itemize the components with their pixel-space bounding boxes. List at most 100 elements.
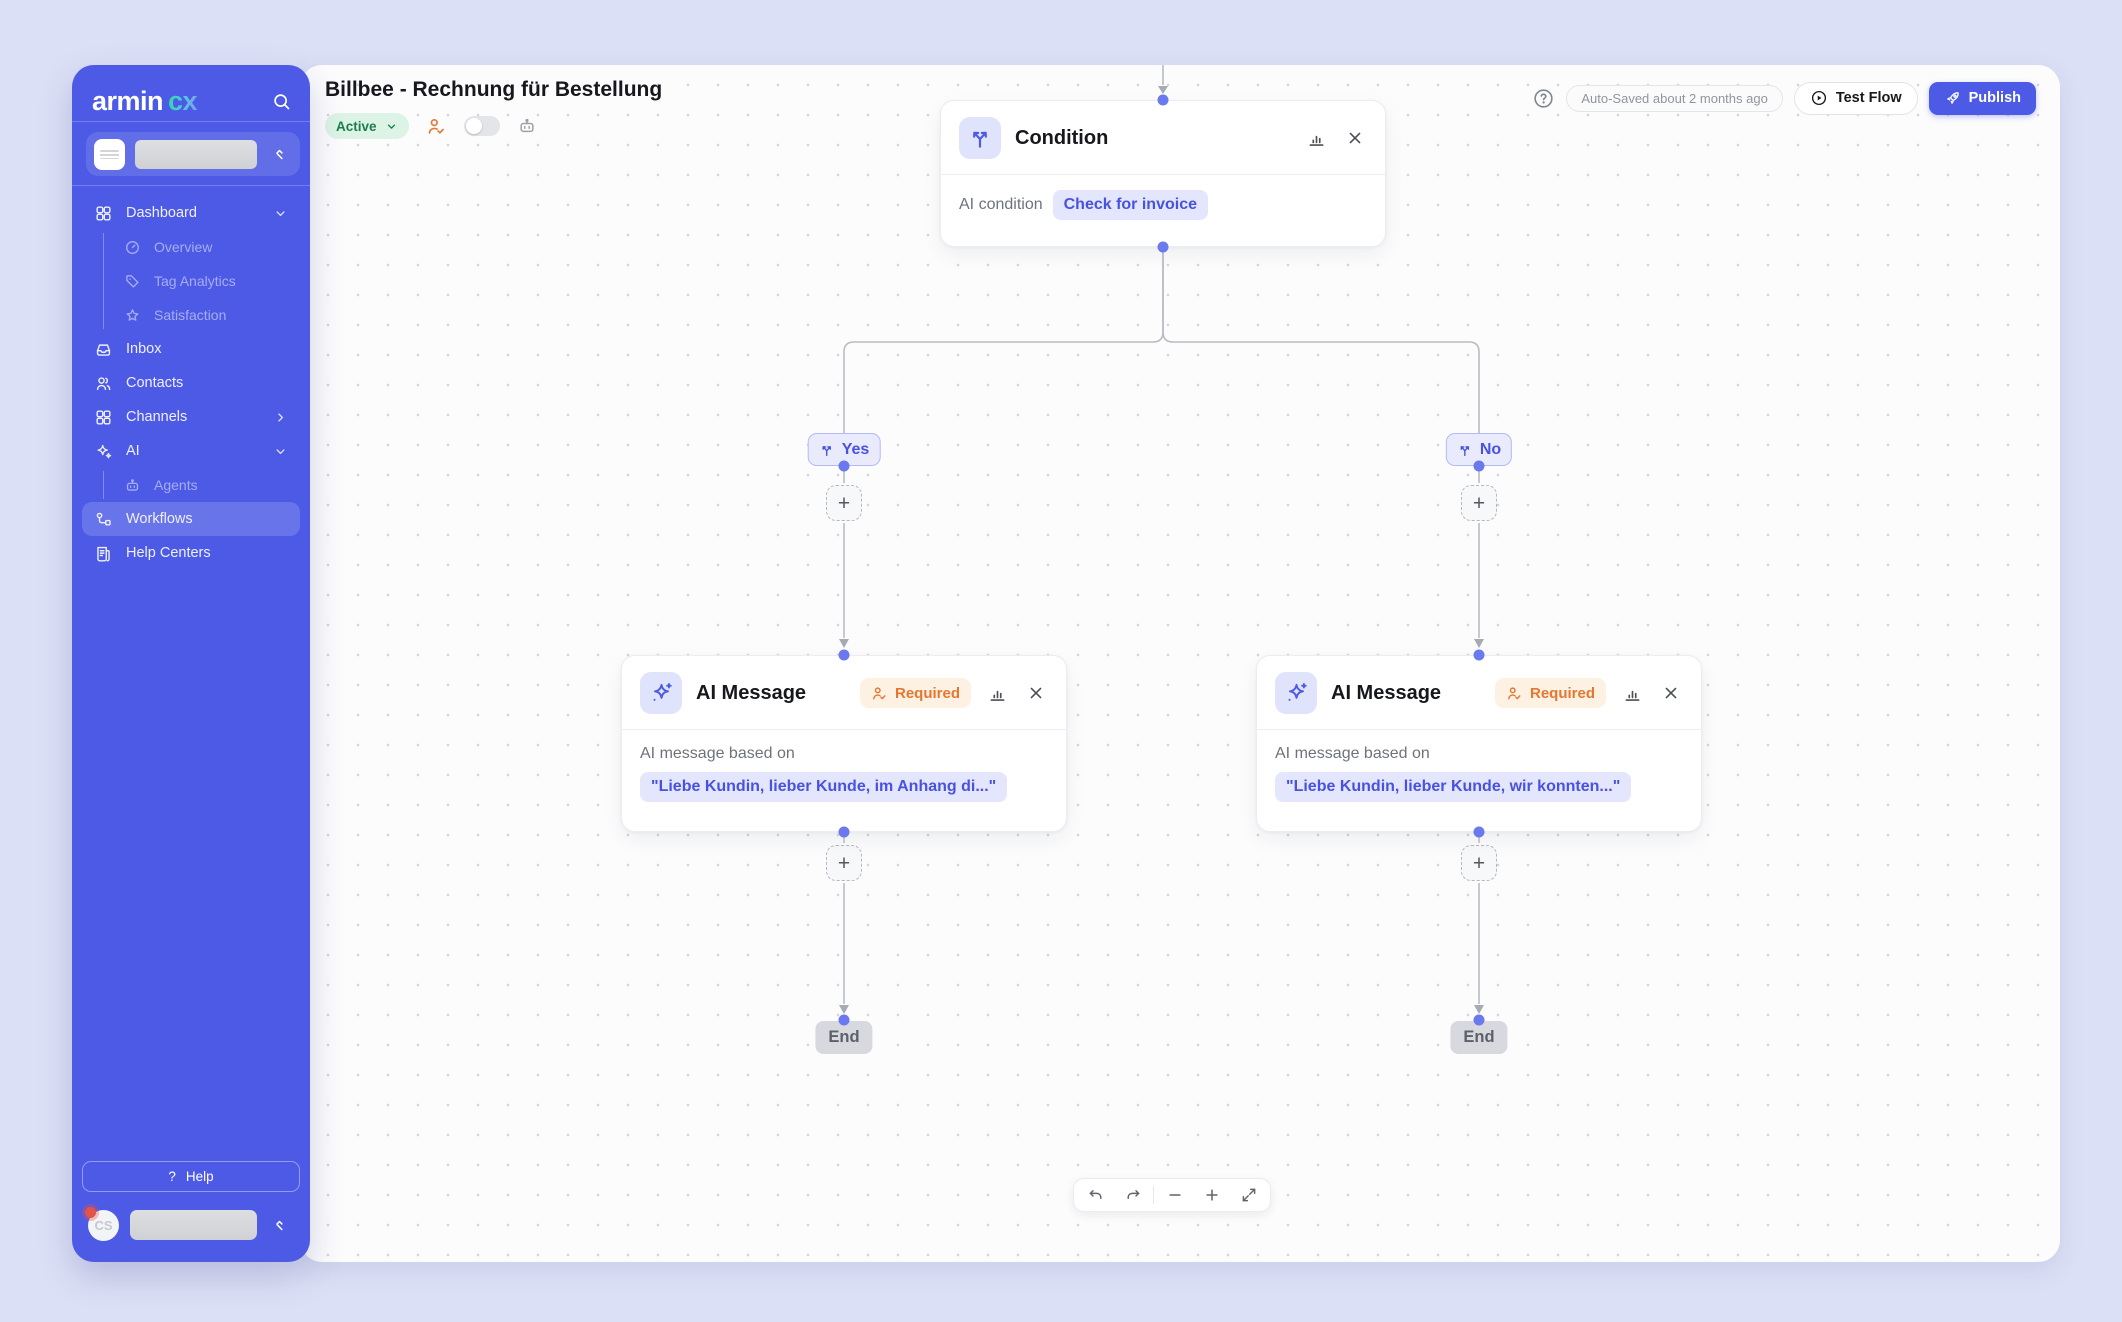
person-check-icon — [428, 118, 444, 134]
sidebar-item-label: Overview — [154, 239, 213, 255]
search-icon[interactable] — [271, 91, 292, 112]
publish-button[interactable]: Publish — [1928, 81, 2036, 115]
person-check-icon — [1508, 686, 1521, 699]
chevron-right-icon — [278, 412, 284, 422]
branch-yes-badge[interactable]: Yes — [807, 433, 881, 466]
sidebar-item-label: Contacts — [126, 375, 184, 391]
chevron-updown-icon — [276, 149, 283, 159]
analytics-icon[interactable] — [1304, 126, 1329, 151]
sidebar-item-workflows[interactable]: Workflows — [82, 502, 300, 536]
expand-icon — [1242, 1188, 1255, 1202]
sidebar-item-label: Tag Analytics — [154, 273, 236, 289]
user-menu[interactable]: CS — [85, 1206, 300, 1242]
branch-icon — [959, 117, 1001, 159]
test-flow-button[interactable]: Test Flow — [1793, 81, 1918, 115]
sidebar-item-label: Help Centers — [126, 545, 211, 561]
minus-icon — [1168, 1194, 1181, 1196]
workspace-name-redacted — [135, 139, 257, 169]
canvas-toolbar — [1073, 1178, 1271, 1212]
condition-node-body: AI condition Check for invoice — [941, 175, 1385, 235]
sidebar-item-channels[interactable]: Channels — [82, 400, 300, 434]
required-label: Required — [1529, 684, 1595, 702]
branch-icon — [1460, 445, 1470, 456]
ai-message-node[interactable]: AI Message Required AI message based on … — [621, 655, 1067, 832]
workspace-selector[interactable] — [86, 132, 300, 176]
node-title: AI Message — [696, 681, 807, 704]
sidebar-item-overview[interactable]: Overview — [82, 230, 300, 264]
autosave-label: Auto-Saved about 2 months ago — [1581, 90, 1768, 106]
divider — [72, 185, 310, 186]
sidebar-item-tag-analytics[interactable]: Tag Analytics — [82, 264, 300, 298]
robot-icon — [519, 118, 534, 133]
add-step-button[interactable]: + — [1461, 845, 1497, 881]
sidebar-item-label: Dashboard — [126, 205, 197, 221]
chevron-down-icon — [276, 210, 285, 216]
question-circle-icon[interactable] — [1532, 87, 1555, 110]
users-icon — [96, 376, 111, 390]
ai-message-node-header: AI Message Required — [622, 656, 1066, 729]
avatar: CS — [85, 1206, 119, 1241]
message-value-chip[interactable]: "Liebe Kundin, lieber Kunde, im Anhang d… — [640, 772, 1008, 802]
sidebar-item-dashboard[interactable]: Dashboard — [82, 196, 300, 230]
flow-canvas[interactable]: Billbee - Rechnung für Bestellung Active… — [300, 65, 2060, 1262]
chevron-updown-icon — [276, 1220, 283, 1230]
add-step-button[interactable]: + — [826, 845, 862, 881]
status-badge[interactable]: Active — [325, 113, 409, 139]
page-title: Billbee - Rechnung für Bestellung — [325, 78, 663, 101]
sidebar-item-help-centers[interactable]: Help Centers — [82, 536, 300, 570]
ai-message-node-body: AI message based on "Liebe Kundin, liebe… — [1257, 730, 1701, 817]
analytics-icon[interactable] — [1620, 681, 1645, 706]
message-value-chip[interactable]: "Liebe Kundin, lieber Kunde, wir konnten… — [1275, 772, 1632, 802]
sidebar-item-satisfaction[interactable]: Satisfaction — [82, 298, 300, 332]
node-title: Condition — [1015, 126, 1109, 149]
branch-no-badge[interactable]: No — [1445, 433, 1513, 466]
add-step-button[interactable]: + — [1461, 485, 1497, 521]
notification-dot — [85, 1206, 96, 1218]
message-label: AI message based on — [1275, 745, 1430, 762]
close-icon[interactable] — [1024, 681, 1048, 705]
help-centers-icon — [97, 546, 110, 561]
user-name-redacted — [130, 1210, 257, 1240]
question-glyph: ? — [168, 1169, 176, 1184]
handoff-toggle[interactable] — [463, 116, 500, 136]
redo-button[interactable] — [1114, 1180, 1151, 1210]
sidebar-item-label: Agents — [154, 477, 198, 493]
close-icon[interactable] — [1343, 126, 1367, 150]
toggle-knob — [465, 118, 482, 134]
chevron-down-icon — [387, 123, 395, 129]
undo-button[interactable] — [1077, 1180, 1114, 1210]
ai-message-node[interactable]: AI Message Required AI message based on … — [1256, 655, 1702, 832]
rocket-icon — [1946, 91, 1959, 104]
help-button[interactable]: ? Help — [82, 1161, 300, 1192]
sidebar-item-label: Channels — [126, 409, 188, 425]
star-icon — [126, 308, 139, 321]
channels-grid-icon — [96, 409, 111, 425]
ai-subgroup: Agents — [82, 468, 300, 502]
sidebar-item-contacts[interactable]: Contacts — [82, 366, 300, 400]
add-step-button[interactable]: + — [826, 485, 862, 521]
divider — [622, 729, 1066, 730]
sidebar-item-label: Satisfaction — [154, 307, 227, 323]
condition-value-chip[interactable]: Check for invoice — [1052, 190, 1208, 220]
ai-message-node-header: AI Message Required — [1257, 656, 1701, 729]
end-node[interactable]: End — [815, 1021, 873, 1054]
avatar-initials: CS — [94, 1217, 113, 1233]
sparkle-plus-icon — [640, 672, 682, 714]
analytics-icon[interactable] — [985, 681, 1010, 706]
sidebar-item-agents[interactable]: Agents — [82, 468, 300, 502]
robot-icon — [126, 478, 139, 491]
fit-view-button[interactable] — [1230, 1180, 1267, 1210]
close-icon[interactable] — [1659, 681, 1683, 705]
zoom-in-button[interactable] — [1193, 1180, 1230, 1210]
divider — [941, 174, 1385, 175]
condition-node[interactable]: Condition AI condition Check for invoice — [940, 100, 1386, 247]
brand-row: armin cx — [92, 83, 292, 119]
sidebar: armin cx Dashboard Overview — [72, 65, 310, 1262]
sidebar-item-ai[interactable]: AI — [82, 434, 300, 468]
sidebar-item-label: Inbox — [126, 341, 162, 357]
zoom-out-button[interactable] — [1156, 1180, 1193, 1210]
status-row: Active — [325, 113, 537, 139]
end-node[interactable]: End — [1450, 1021, 1508, 1054]
sidebar-item-inbox[interactable]: Inbox — [82, 332, 300, 366]
ai-message-node-body: AI message based on "Liebe Kundin, liebe… — [622, 730, 1066, 817]
